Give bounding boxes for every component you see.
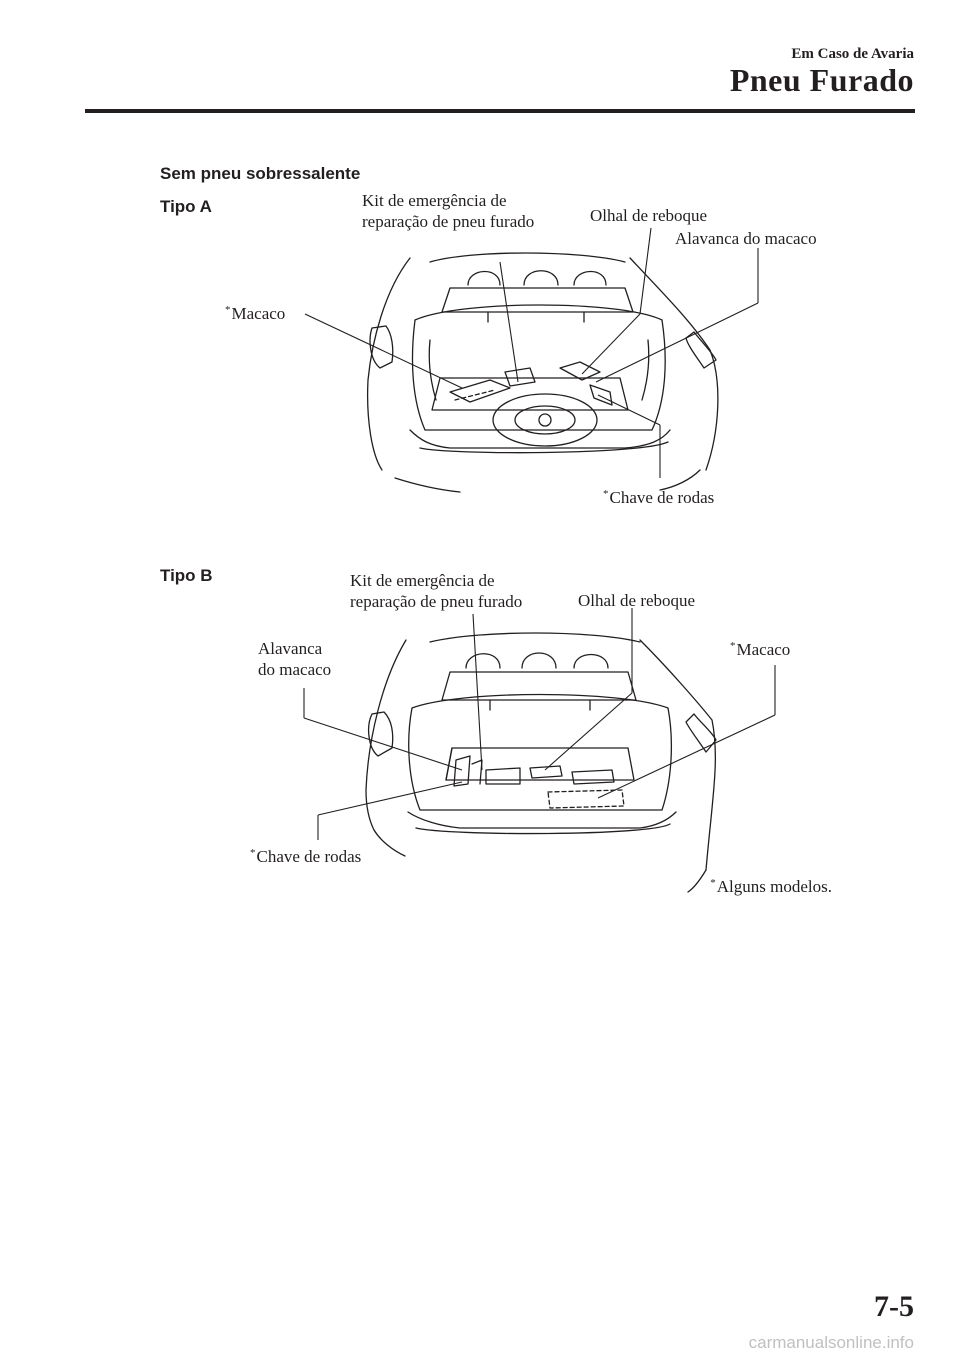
chapter-title: Em Caso de Avaria (791, 46, 914, 62)
subheading: Sem pneu sobressalente (160, 164, 361, 183)
type-b-tow-hook-label: Olhal de reboque (578, 591, 696, 610)
type-b-lug-wrench-label: *Chave de rodas (250, 847, 362, 866)
footnote-some-models: *Alguns modelos. (710, 877, 832, 896)
header-rule (85, 109, 915, 113)
type-a-lug-wrench-label: *Chave de rodas (603, 488, 715, 507)
type-a-tow-hook-label: Olhal de reboque (590, 206, 708, 225)
type-b-label: Tipo B (160, 566, 213, 585)
type-b-jack-label: *Macaco (730, 640, 791, 659)
type-a-jack-label: *Macaco (225, 304, 286, 323)
section-title: Pneu Furado (729, 62, 914, 98)
watermark: carmanualsonline.info (748, 1333, 914, 1352)
page-number: 7-5 (874, 1290, 914, 1323)
type-a-jack-handle-label: Alavanca do macaco (675, 229, 817, 248)
type-a-label: Tipo A (160, 197, 212, 216)
